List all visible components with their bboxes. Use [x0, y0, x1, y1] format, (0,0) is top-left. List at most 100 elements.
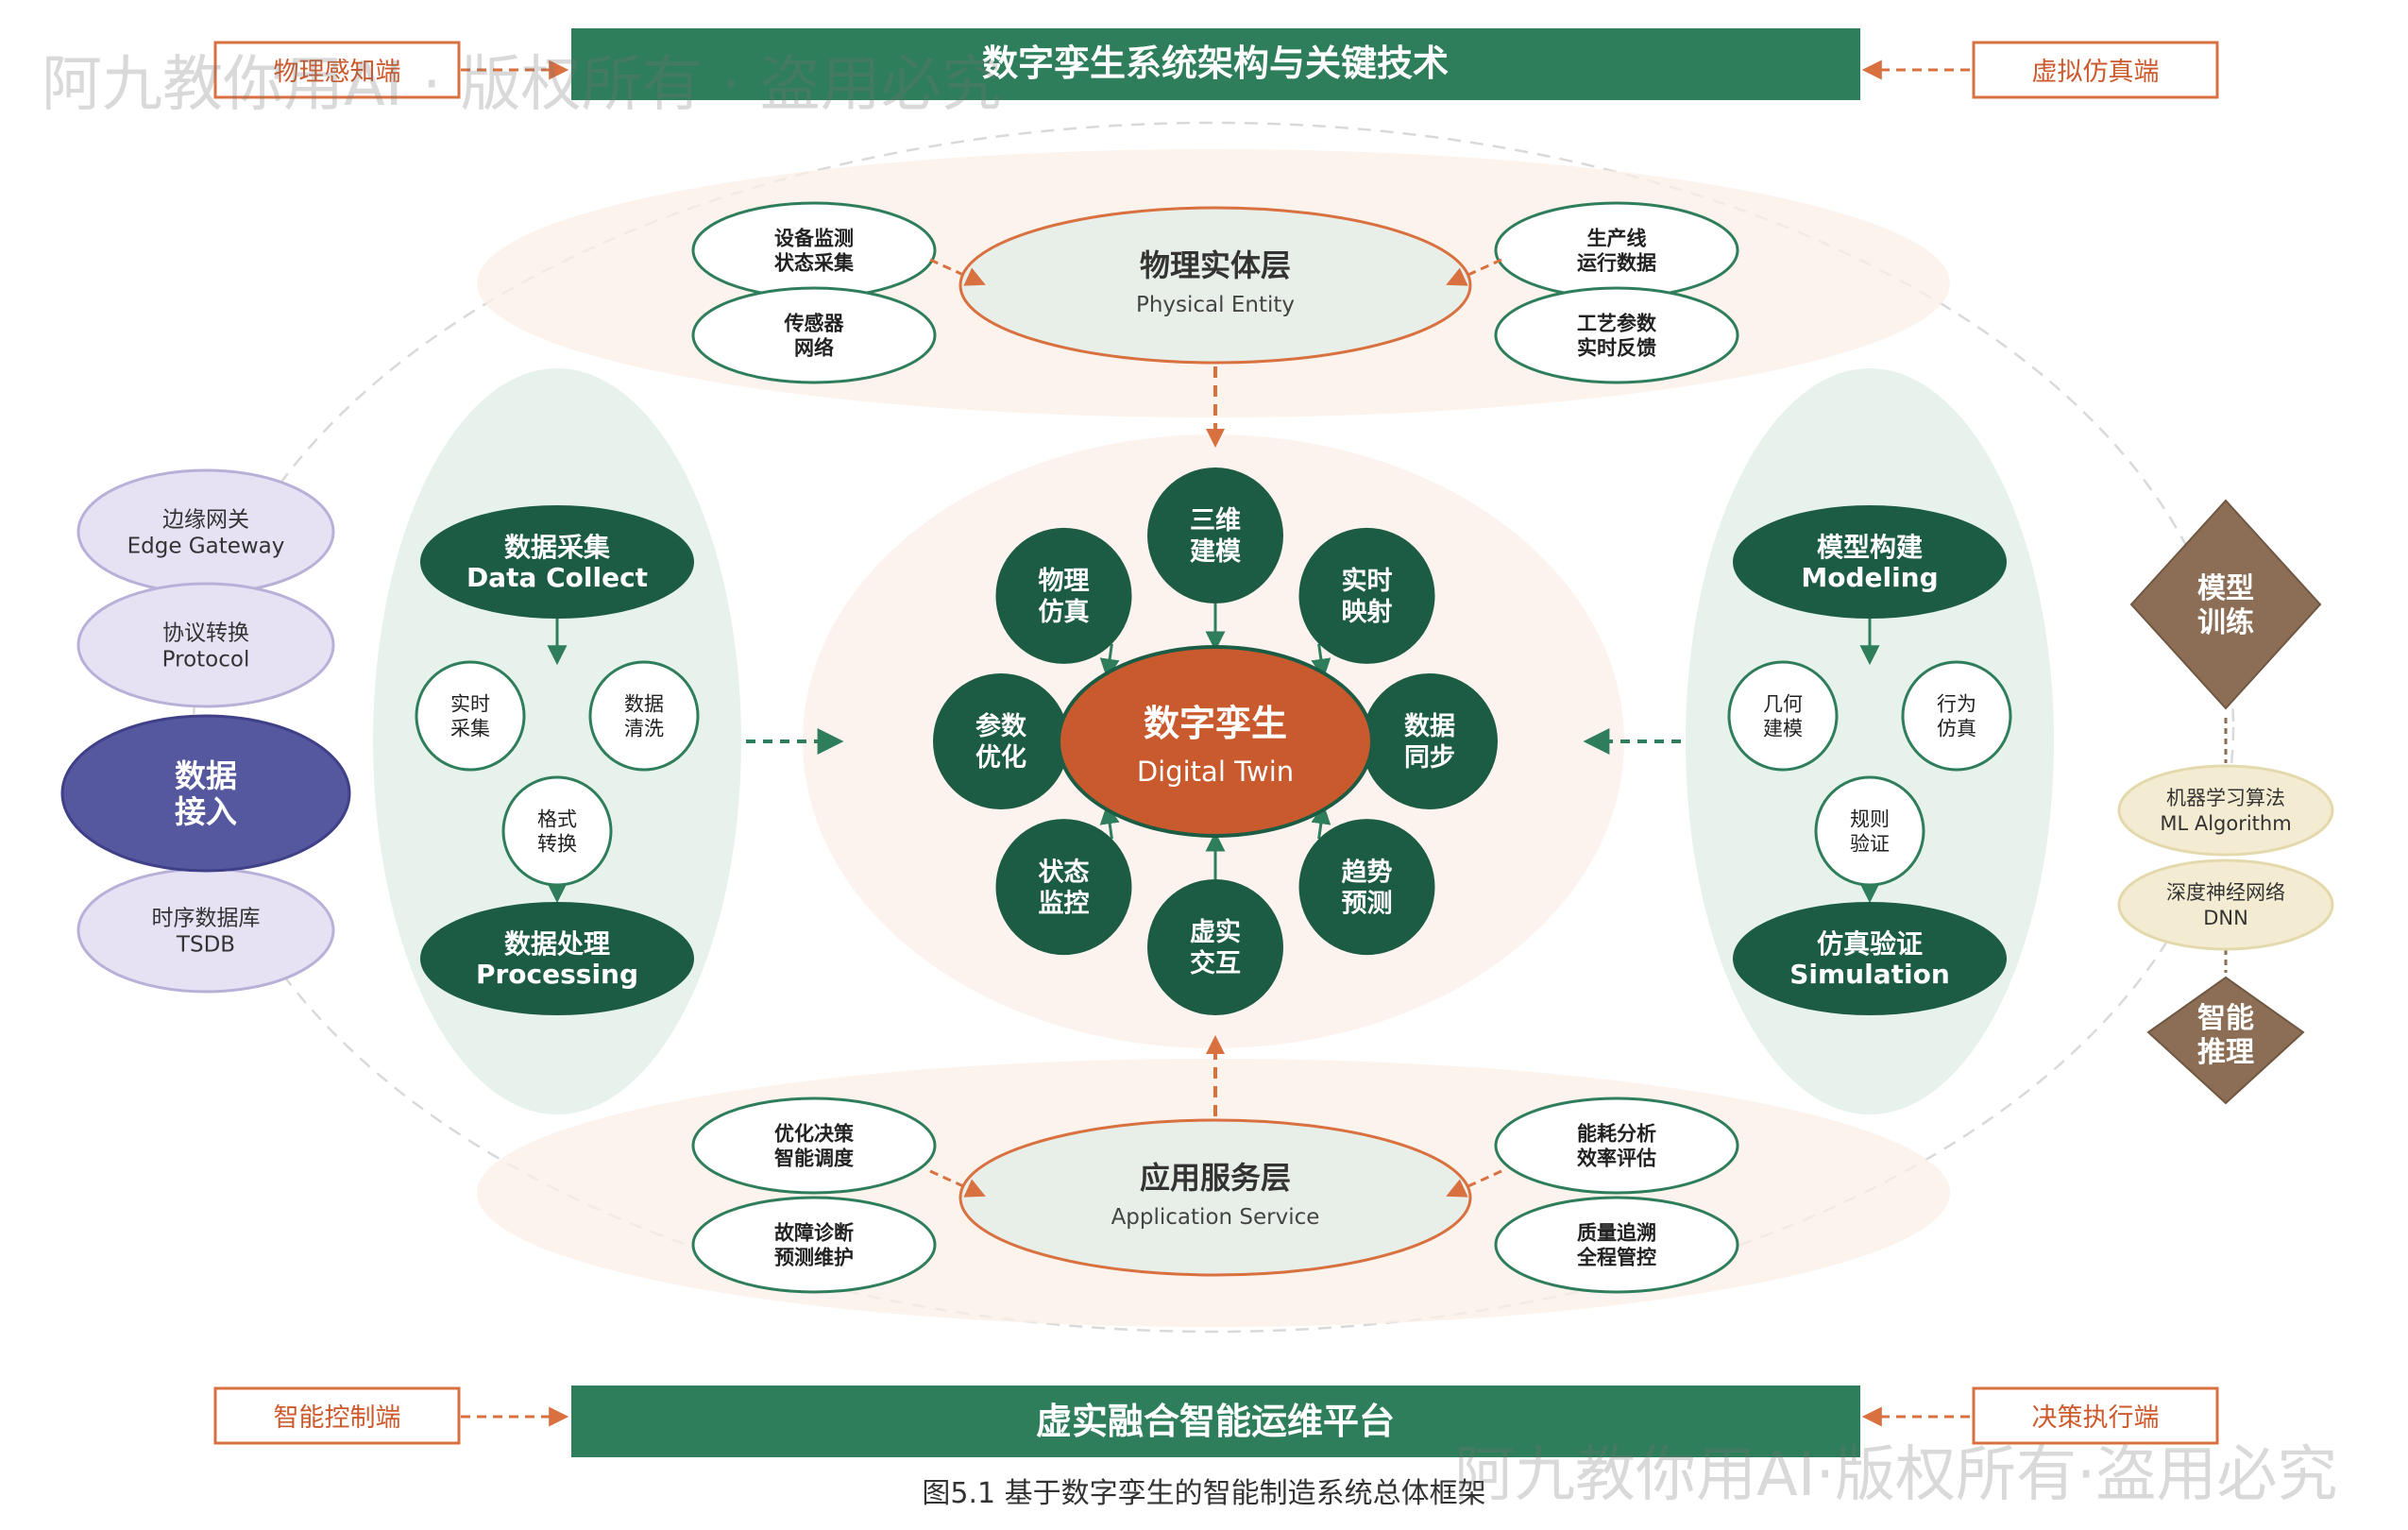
physical-left-node-0 — [691, 201, 937, 299]
satellite-node-3-line-2: 预测 — [1342, 889, 1393, 918]
satellite-node-2-line-2: 同步 — [1404, 743, 1455, 773]
top-title: 数字孪生系统架构与关键技术 — [982, 42, 1449, 84]
satellite-node-1 — [1298, 527, 1435, 664]
application-layer-subtitle: Application Service — [1111, 1205, 1320, 1230]
application-left-node-0-line-2: 智能调度 — [774, 1148, 854, 1170]
model-training-diamond — [2129, 499, 2322, 710]
tag-bottom-right: 决策执行端 — [1972, 1386, 2219, 1445]
tag-bottom-left: 智能控制端 — [213, 1386, 461, 1445]
model-panel-small-node-2-line-1: 规则 — [1850, 808, 1890, 831]
data-panel-top-node-line-1: 数据采集 — [504, 532, 610, 563]
data-access-node-line-1: 数据 — [175, 757, 237, 794]
application-left-connector — [929, 1169, 986, 1198]
satellite-node-6 — [933, 673, 1069, 809]
smart-inference-diamond — [2146, 976, 2305, 1105]
data-panel-bottom-node-line-2: Processing — [476, 959, 638, 990]
data-panel-small-node-2 — [501, 775, 613, 887]
satellite-node-5-line-1: 状态 — [1038, 858, 1089, 887]
top-title-bar — [571, 28, 1860, 100]
svg-text:物理感知端: 物理感知端 — [274, 58, 401, 87]
physical-layer-node — [958, 206, 1472, 365]
data-panel-top-node — [420, 505, 694, 619]
data-access-node — [60, 714, 351, 873]
satellite-node-2-line-1: 数据 — [1404, 712, 1455, 741]
satellite-arrow-7 — [1099, 643, 1120, 679]
right-stack-item-1-line-1: 深度神经网络 — [2166, 881, 2285, 904]
application-right-node-0-line-2: 效率评估 — [1577, 1148, 1656, 1170]
smart-inference-diamond-line-2: 推理 — [2197, 1036, 2254, 1069]
model-panel-small-node-0 — [1727, 660, 1839, 772]
satellite-node-5 — [995, 819, 1132, 956]
data-panel-small-node-1-line-1: 数据 — [624, 693, 664, 716]
satellite-node-4 — [1147, 879, 1283, 1015]
model-panel-small-node-0-line-1: 几何 — [1763, 693, 1803, 716]
data-panel-small-node-1 — [588, 660, 700, 772]
physical-left-node-1-line-2: 网络 — [794, 337, 834, 360]
physical-right-connector — [1446, 258, 1502, 286]
satellite-node-2 — [1362, 673, 1498, 809]
svg-text:虚拟仿真端: 虚拟仿真端 — [2032, 58, 2160, 87]
application-left-node-0-line-1: 优化决策 — [774, 1123, 855, 1146]
model-panel-small-node-2-line-2: 验证 — [1850, 833, 1890, 856]
physical-layer-title: 物理实体层 — [1140, 247, 1291, 283]
model-panel-small-node-1-line-2: 仿真 — [1937, 718, 1976, 740]
model-panel-bottom-node — [1733, 902, 2007, 1015]
right-stack-item-1 — [2117, 858, 2334, 951]
model-panel-bottom-node-line-1: 仿真验证 — [1817, 928, 1923, 960]
data-access-node-line-2: 接入 — [175, 793, 237, 830]
satellite-node-4-line-1: 虚实 — [1190, 917, 1241, 947]
tag-connectors — [461, 60, 1970, 1427]
satellite-node-6-line-1: 参数 — [975, 711, 1027, 741]
satellite-node-5-line-2: 监控 — [1038, 889, 1089, 918]
figure-caption: 图5.1 基于数字孪生的智能制造系统总体框架 — [922, 1477, 1486, 1510]
application-layer-node — [958, 1118, 1472, 1277]
satellite-node-0-line-1: 三维 — [1190, 506, 1241, 536]
satellite-arrow-5 — [1099, 804, 1120, 840]
application-left-node-1-line-2: 预测维护 — [774, 1247, 854, 1269]
left-stack-item-1-line-1: 协议转换 — [162, 620, 249, 645]
right-stack-item-0-line-2: ML Algorithm — [2160, 812, 2291, 835]
model-panel-small-node-1 — [1901, 660, 2012, 772]
left-stack-item-1 — [76, 582, 335, 708]
left-stack-item-0-line-1: 边缘网关 — [162, 507, 249, 532]
model-panel-small-node-1-line-1: 行为 — [1937, 693, 1976, 716]
physical-left-node-1 — [691, 286, 937, 384]
physical-right-node-0-line-1: 生产线 — [1587, 228, 1647, 250]
physical-left-node-1-line-1: 传感器 — [784, 313, 845, 335]
digital-twin-core — [1057, 645, 1374, 838]
application-right-connector — [1446, 1169, 1502, 1198]
model-panel-bottom-node-line-2: Simulation — [1789, 959, 1950, 990]
left-stack-item-0-line-2: Edge Gateway — [127, 534, 285, 558]
model-panel-top-node-line-1: 模型构建 — [1817, 532, 1923, 563]
satellite-node-7-line-2: 仿真 — [1038, 598, 1089, 627]
svg-text:智能控制端: 智能控制端 — [274, 1403, 401, 1433]
physical-left-node-0-line-1: 设备监测 — [774, 228, 854, 250]
application-right-node-0-line-1: 能耗分析 — [1577, 1123, 1656, 1146]
model-panel-top-node — [1733, 505, 2007, 619]
satellite-node-7 — [995, 527, 1132, 664]
physical-right-node-1 — [1494, 286, 1739, 384]
watermark-bottom: 阿九教你用AI·版权所有·盗用必究 — [1454, 1440, 2338, 1510]
physical-right-node-0 — [1494, 201, 1739, 299]
bottom-title: 虚实融合智能运维平台 — [1036, 1401, 1395, 1442]
model-panel-top-node-line-2: Modeling — [1801, 562, 1938, 593]
satellite-arrow-1 — [1311, 643, 1331, 679]
physical-right-node-0-line-2: 运行数据 — [1577, 252, 1656, 275]
svg-text:决策执行端: 决策执行端 — [2032, 1403, 2160, 1433]
satellite-arrow-3 — [1311, 804, 1331, 840]
right-stack-item-1-line-2: DNN — [2203, 907, 2248, 929]
left-stack-item-2-line-1: 时序数据库 — [152, 906, 261, 930]
data-panel-small-node-0-line-2: 采集 — [450, 718, 490, 740]
satellite-node-1-line-2: 映射 — [1342, 598, 1393, 627]
satellite-node-7-line-1: 物理 — [1038, 567, 1089, 596]
right-stack-item-0-line-1: 机器学习算法 — [2166, 787, 2285, 809]
application-right-node-1-line-1: 质量追溯 — [1577, 1222, 1656, 1245]
